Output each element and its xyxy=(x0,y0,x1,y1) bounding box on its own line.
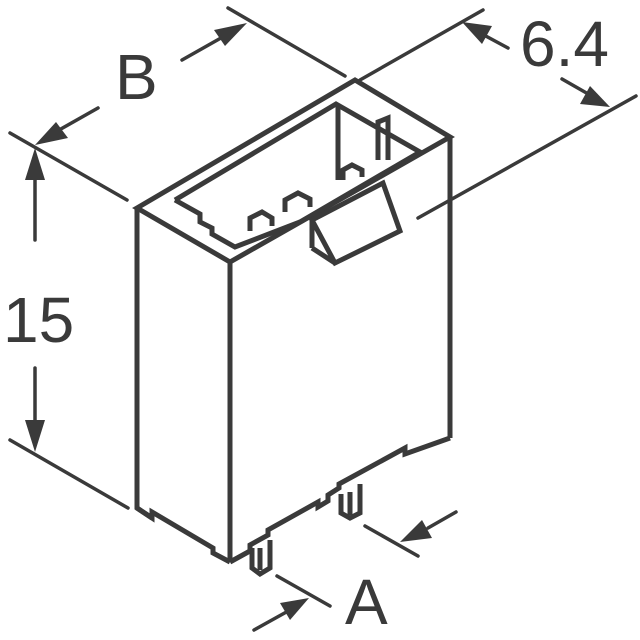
housing-left-face xyxy=(134,208,154,521)
dimension-b-arrow-right xyxy=(214,23,247,46)
housing-bottom-right-edge xyxy=(228,435,451,565)
dimension-depth-leader-bottom xyxy=(560,77,592,97)
pins xyxy=(249,484,363,578)
pin-2 xyxy=(338,484,363,521)
dimension-a-extension-right xyxy=(363,524,420,558)
dimension-a-arrow-left xyxy=(280,598,309,620)
dimension-height-value: 15 xyxy=(3,284,74,356)
dimension-b-arrow-left xyxy=(35,122,68,145)
dimension-depth-value: 6.4 xyxy=(520,8,609,80)
dimension-a-label: A xyxy=(345,566,388,638)
contact-bump-2 xyxy=(282,190,313,212)
dimension-height: 15 xyxy=(3,148,130,510)
pin-1 xyxy=(249,540,273,578)
dimension-depth-leader-top xyxy=(480,32,510,50)
dimension-b-extension-right xyxy=(226,6,347,78)
connector-housing xyxy=(132,77,455,565)
dimension-height-arrow-bottom xyxy=(25,420,45,452)
dimension-depth: 6.4 xyxy=(358,8,638,220)
contact-bump-3 xyxy=(340,162,365,180)
housing-bottom-left-edge xyxy=(135,505,232,565)
dimension-height-arrow-top xyxy=(25,148,45,180)
dimension-a-leader-left xyxy=(252,608,292,632)
latch-tab xyxy=(308,179,404,267)
dimension-depth-arrow-bottom xyxy=(580,86,610,107)
dimension-a-leader-right xyxy=(426,510,458,530)
latch-post xyxy=(375,114,391,160)
dimension-depth-arrow-top xyxy=(462,22,492,44)
dimension-b-label: B xyxy=(115,41,158,113)
dimension-b: B xyxy=(8,6,347,202)
dimension-a: A xyxy=(252,510,458,638)
opening-front-lip xyxy=(173,197,301,250)
contact-bump-1 xyxy=(247,209,275,231)
dimension-a-extension-left xyxy=(275,574,332,608)
dimension-depth-extension-bottom xyxy=(416,94,638,220)
latch-tab-bottom xyxy=(310,245,337,266)
dimension-a-arrow-right xyxy=(400,520,432,542)
housing-opening xyxy=(173,101,425,250)
dimension-height-extension-bottom xyxy=(8,438,130,510)
housing-top-face xyxy=(132,77,455,265)
dimension-b-extension-left xyxy=(8,131,129,202)
dimension-depth-extension-top xyxy=(358,8,485,82)
